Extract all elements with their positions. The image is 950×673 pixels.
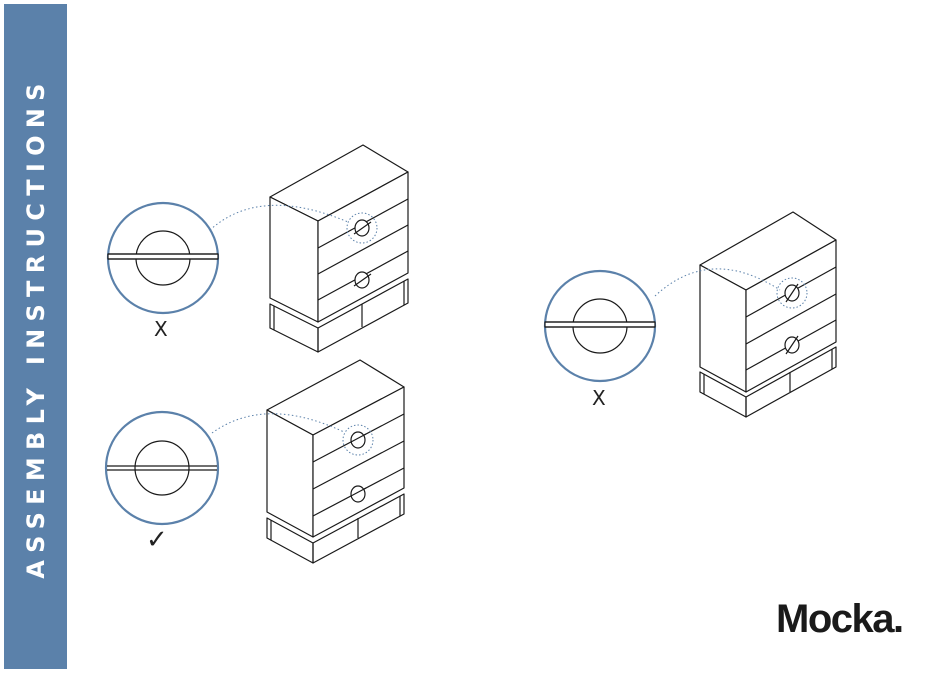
dresser-illustration-1 (270, 145, 408, 352)
correct-checkmark-icon: ✓ (146, 527, 168, 553)
detail-view-1 (108, 203, 218, 313)
dresser-illustration-3 (700, 212, 836, 417)
detail-view-2 (106, 412, 218, 524)
brand-logo: Mocka. (776, 599, 903, 639)
incorrect-mark: X (592, 388, 606, 408)
incorrect-mark: X (154, 319, 168, 339)
dresser-illustration-2 (267, 360, 404, 563)
detail-view-3 (545, 271, 655, 381)
